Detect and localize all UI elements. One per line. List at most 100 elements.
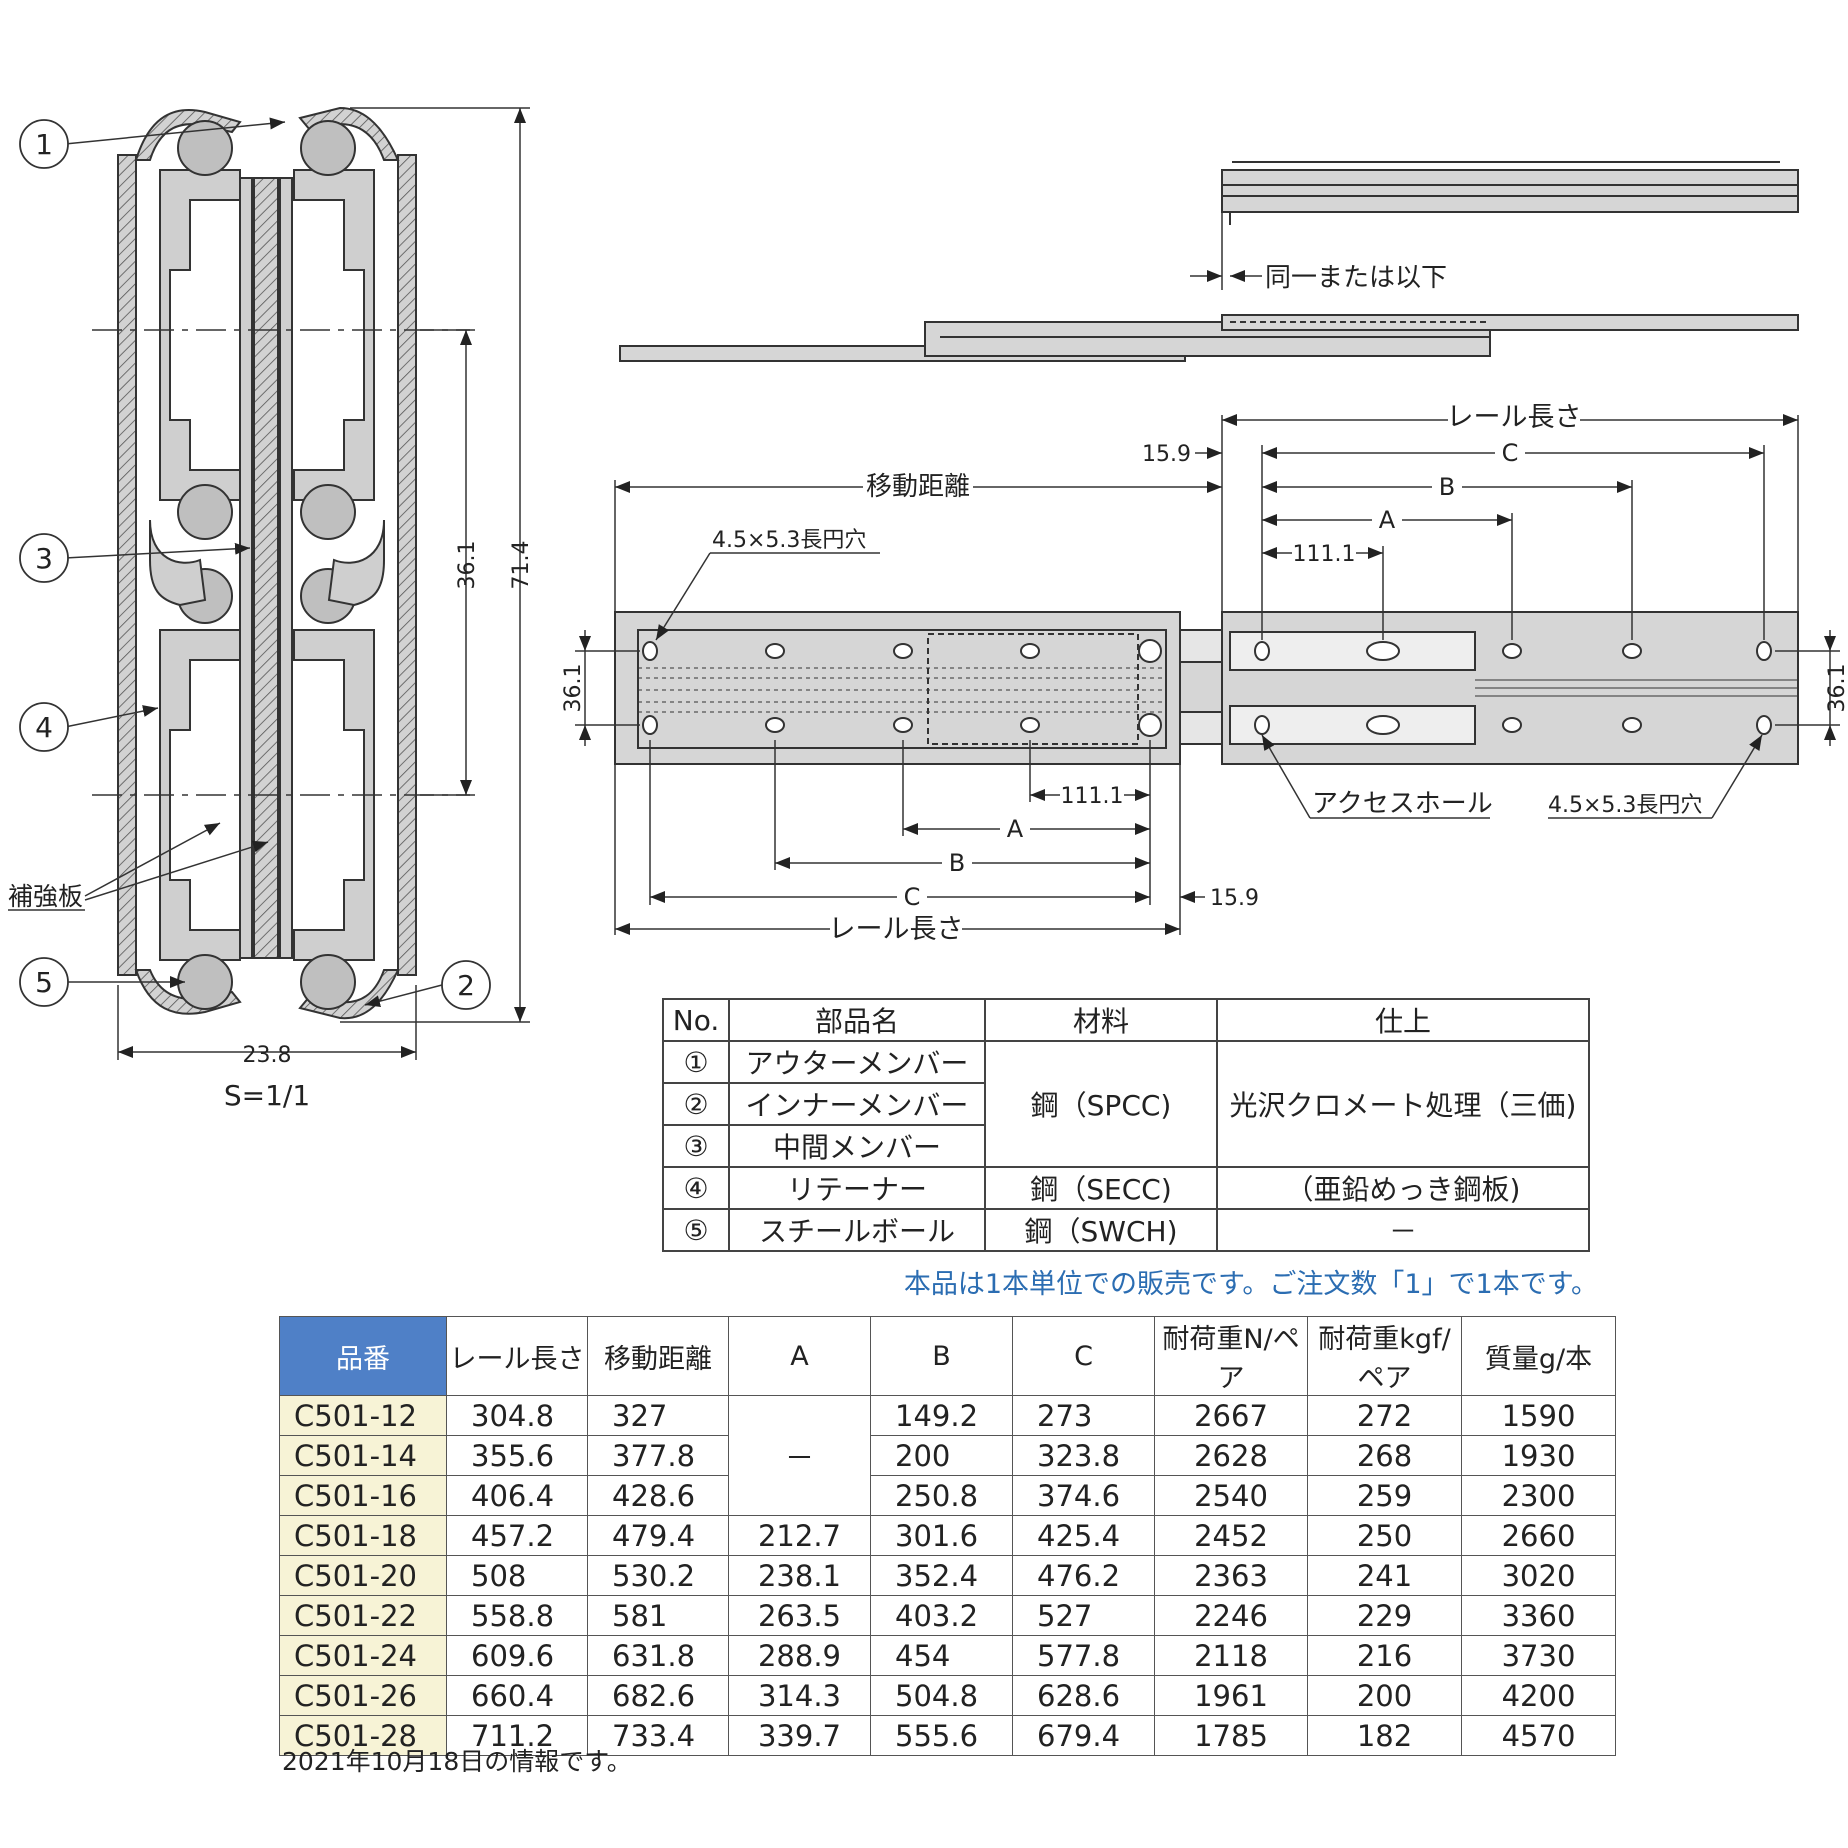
spec-header-travel: 移動距離 <box>587 1316 729 1396</box>
spec-cell-part-no: C501-24 <box>279 1635 447 1676</box>
parts-material: 鋼（SECC) <box>984 1166 1218 1210</box>
spec-header-part-no: 品番 <box>279 1316 447 1396</box>
spec-cell: 2628 <box>1154 1435 1308 1476</box>
spec-header-a: A <box>728 1316 871 1396</box>
spec-cell-part-no: C501-26 <box>279 1675 447 1716</box>
spec-cell: 403.2 <box>870 1595 1013 1636</box>
scale-label: S=1/1 <box>224 1079 310 1112</box>
parts-row: ④ リテーナー 鋼（SECC) （亜鉛めっき鋼板) <box>662 1166 1590 1210</box>
parts-header-material: 材料 <box>984 998 1218 1042</box>
spec-cell: 314.3 <box>728 1675 871 1716</box>
spec-cell: 272 <box>1307 1395 1462 1436</box>
rail-side-view <box>614 611 1799 765</box>
spec-cell: 609.6 <box>446 1635 588 1676</box>
spec-header-row: 品番 レール長さ 移動距離 A B C 耐荷重N/ペア 耐荷重kgf/ペア 質量… <box>279 1316 1616 1396</box>
spec-header-mass: 質量g/本 <box>1461 1316 1616 1396</box>
spec-cell: 352.4 <box>870 1555 1013 1596</box>
spec-cell: 238.1 <box>728 1555 871 1596</box>
parts-no: ④ <box>662 1166 730 1210</box>
spec-cell: 711.2 <box>446 1715 588 1756</box>
parts-table: No. 部品名 材料 仕上 ① アウターメンバー 鋼（SPCC) 光沢クロメート… <box>662 998 1590 1252</box>
spec-cell: 355.6 <box>446 1435 588 1476</box>
dim-height: 71.4 <box>509 541 534 590</box>
spec-cell: 2452 <box>1154 1515 1308 1556</box>
access-hole-label: アクセスホール <box>1312 789 1493 819</box>
dim-B-top: B <box>1439 473 1455 501</box>
parts-no: ② <box>662 1082 730 1126</box>
spec-cell: 425.4 <box>1012 1515 1155 1556</box>
spec-cell: 1590 <box>1461 1395 1616 1436</box>
rail-length-top: レール長さ <box>1447 402 1582 433</box>
slot-label-left: 4.5×5.3長円穴 <box>712 528 866 553</box>
parts-finish: 光沢クロメート処理（三価) <box>1216 1040 1590 1168</box>
spec-cell: 457.2 <box>446 1515 588 1556</box>
spec-cell: 182 <box>1307 1715 1462 1756</box>
spec-cell: 679.4 <box>1012 1715 1155 1756</box>
spec-cell-part-no: C501-14 <box>279 1435 447 1476</box>
callout-3: 3 <box>35 542 53 575</box>
spec-cell: 1961 <box>1154 1675 1308 1716</box>
parts-no: ⑤ <box>662 1208 730 1252</box>
reinforcement-label: 補強板 <box>8 882 83 911</box>
spec-cell: 476.2 <box>1012 1555 1155 1596</box>
callout-circles <box>19 119 491 1010</box>
rail-top-view <box>619 161 1799 362</box>
spec-cell: 229 <box>1307 1595 1462 1636</box>
parts-header-row: No. 部品名 材料 仕上 <box>662 998 1590 1042</box>
travel-label: 移動距離 <box>866 472 970 502</box>
spec-cell: 263.5 <box>728 1595 871 1636</box>
spec-cell: 212.7 <box>728 1515 871 1556</box>
parts-header-no: No. <box>662 998 730 1042</box>
spec-cell: 504.8 <box>870 1675 1013 1716</box>
rail-length-bottom: レール長さ <box>829 914 964 945</box>
parts-name: リテーナー <box>728 1166 986 1210</box>
dim-B-bottom: B <box>949 849 965 877</box>
parts-finish: － <box>1216 1208 1590 1252</box>
spec-header-rail-length: レール長さ <box>446 1316 588 1396</box>
spec-cell: 581 <box>587 1595 729 1636</box>
parts-row: ⑤ スチールボール 鋼（SWCH) － <box>662 1208 1590 1252</box>
callout-2: 2 <box>457 969 475 1002</box>
spec-table: 品番 レール長さ 移動距離 A B C 耐荷重N/ペア 耐荷重kgf/ペア 質量… <box>279 1316 1616 1756</box>
dim-A-top: A <box>1379 506 1396 534</box>
callout-1: 1 <box>35 128 53 161</box>
parts-no: ① <box>662 1040 730 1084</box>
slot-label-right: 4.5×5.3長円穴 <box>1548 793 1702 818</box>
dim-36-right: 36.1 <box>1825 664 1848 713</box>
spec-cell: 250 <box>1307 1515 1462 1556</box>
spec-cell: 377.8 <box>587 1435 729 1476</box>
dim-36-left: 36.1 <box>561 664 586 713</box>
spec-cell: 339.7 <box>728 1715 871 1756</box>
spec-cell: 406.4 <box>446 1475 588 1516</box>
spec-cell: 558.8 <box>446 1595 588 1636</box>
spec-cell: 2667 <box>1154 1395 1308 1436</box>
spec-cell: 682.6 <box>587 1675 729 1716</box>
dim-A-bottom: A <box>1007 815 1024 843</box>
same-or-less-label: 同一または以下 <box>1265 263 1447 293</box>
spec-cell: 216 <box>1307 1635 1462 1676</box>
spec-header-c: C <box>1012 1316 1155 1396</box>
spec-cell: 2660 <box>1461 1515 1616 1556</box>
dim-C-top: C <box>1502 439 1519 467</box>
rail-holes <box>642 639 1772 737</box>
spec-cell: 577.8 <box>1012 1635 1155 1676</box>
spec-cell: 3360 <box>1461 1595 1616 1636</box>
spec-cell: 733.4 <box>587 1715 729 1756</box>
spec-cell: 2363 <box>1154 1555 1308 1596</box>
cross-section <box>117 106 417 1020</box>
spec-cell: 288.9 <box>728 1635 871 1676</box>
parts-name: インナーメンバー <box>728 1082 986 1126</box>
spec-cell: 273 <box>1012 1395 1155 1436</box>
spec-header-b: B <box>870 1316 1013 1396</box>
parts-no: ③ <box>662 1124 730 1168</box>
parts-header-finish: 仕上 <box>1216 998 1590 1042</box>
